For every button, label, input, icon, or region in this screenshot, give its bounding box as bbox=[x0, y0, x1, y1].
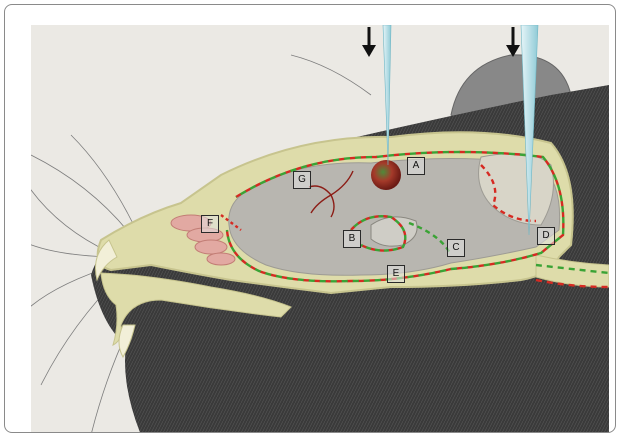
rat-head-csf-diagram: A B C D E F G bbox=[31, 25, 609, 433]
label-g: G bbox=[293, 171, 311, 189]
label-b: B bbox=[343, 230, 361, 248]
diagram-canvas bbox=[31, 25, 609, 433]
label-a: A bbox=[407, 157, 425, 175]
label-d: D bbox=[537, 227, 555, 245]
label-c: C bbox=[447, 239, 465, 257]
figure-frame: A B C D E F G bbox=[4, 4, 616, 433]
down-arrow-icon bbox=[362, 27, 376, 57]
label-e: E bbox=[387, 265, 405, 283]
label-f: F bbox=[201, 215, 219, 233]
injection-sphere bbox=[371, 160, 401, 190]
down-arrow-icon bbox=[506, 27, 520, 57]
